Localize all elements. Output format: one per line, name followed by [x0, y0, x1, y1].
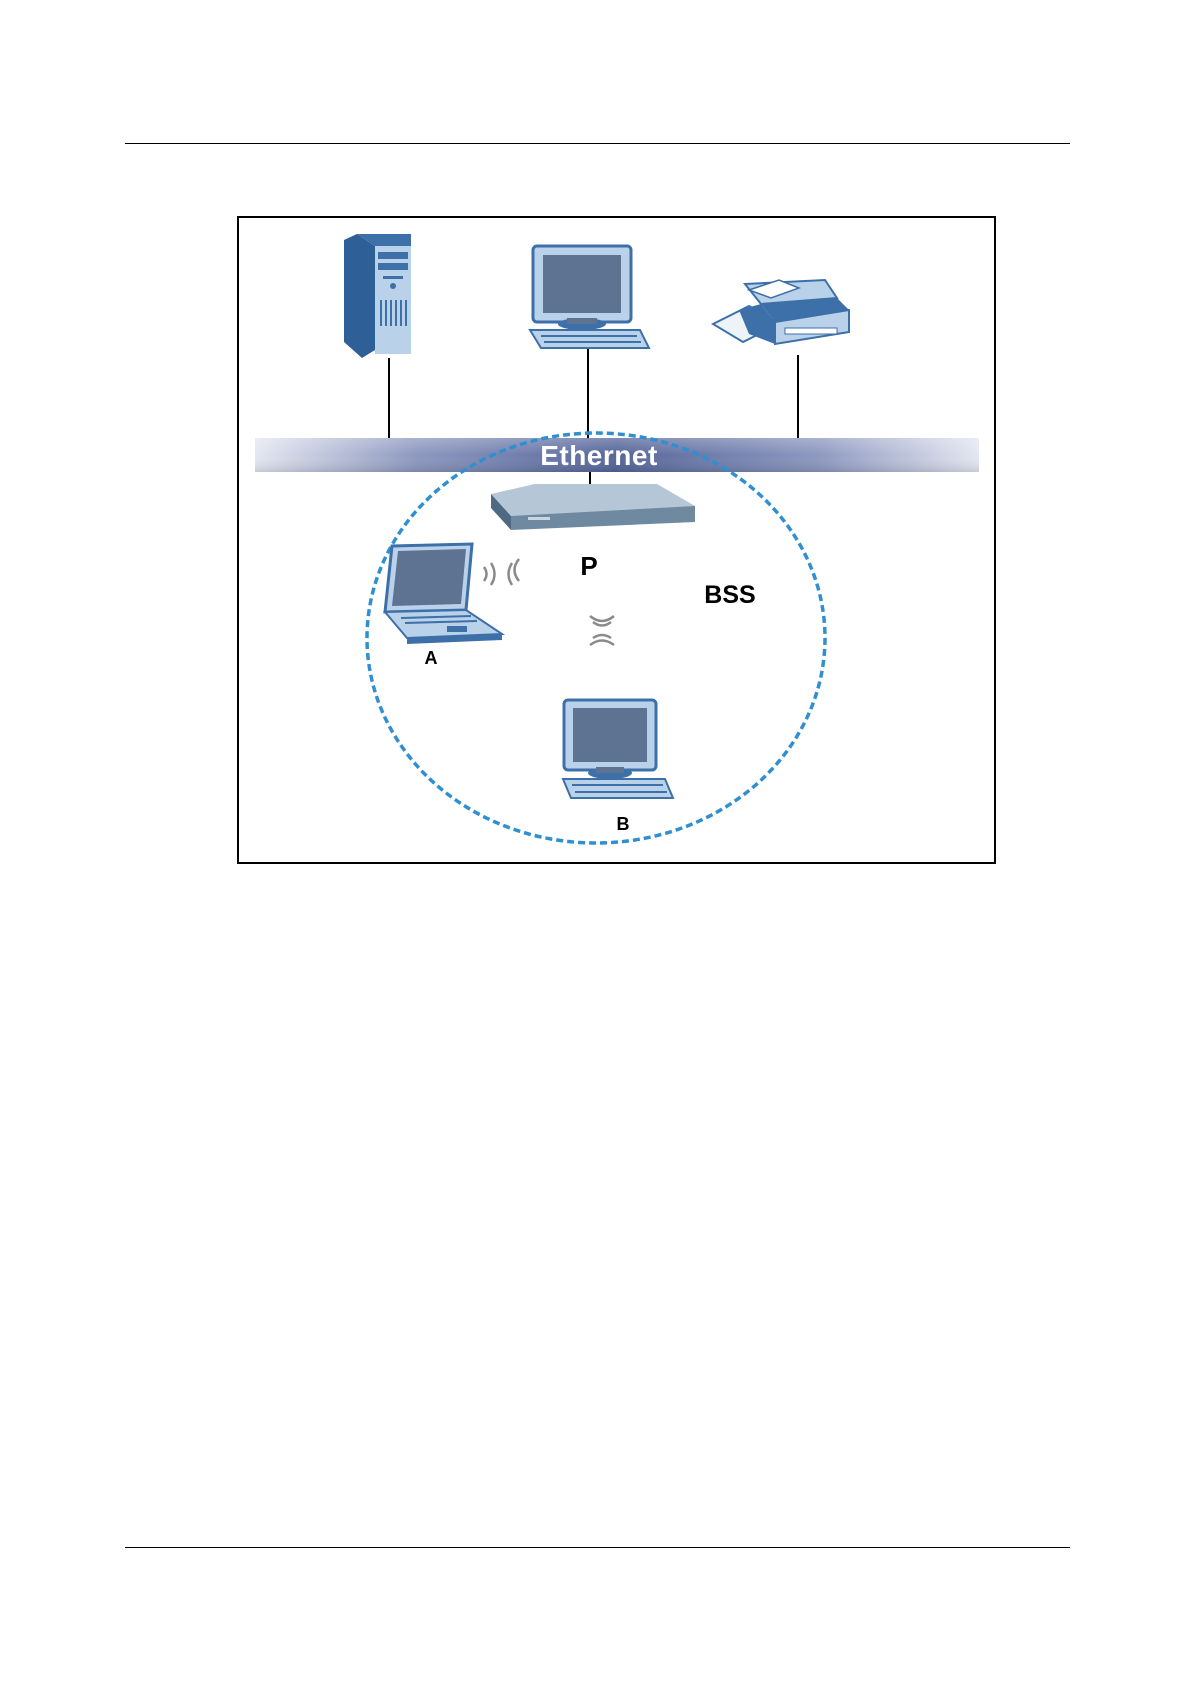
station-a-label: A: [425, 648, 438, 668]
server-tower-icon: [344, 234, 411, 358]
access-point-icon: [491, 484, 695, 530]
desktop-computer-icon: [530, 246, 649, 348]
bss-label: BSS: [704, 581, 755, 609]
wireless-signal-icon: [590, 616, 614, 645]
printer-icon: [713, 280, 849, 344]
bss-diagram: Ethernet: [239, 218, 994, 862]
desktop-computer-icon: [563, 700, 673, 798]
ethernet-label: Ethernet: [540, 440, 658, 471]
access-point-label: P: [580, 551, 597, 581]
station-b-label: B: [617, 814, 630, 834]
footer-rule: [125, 1547, 1070, 1548]
header-rule: [125, 143, 1070, 144]
laptop-icon: [385, 544, 502, 644]
wireless-signal-icon: [484, 559, 519, 585]
bss-diagram-figure: Ethernet: [237, 216, 996, 864]
